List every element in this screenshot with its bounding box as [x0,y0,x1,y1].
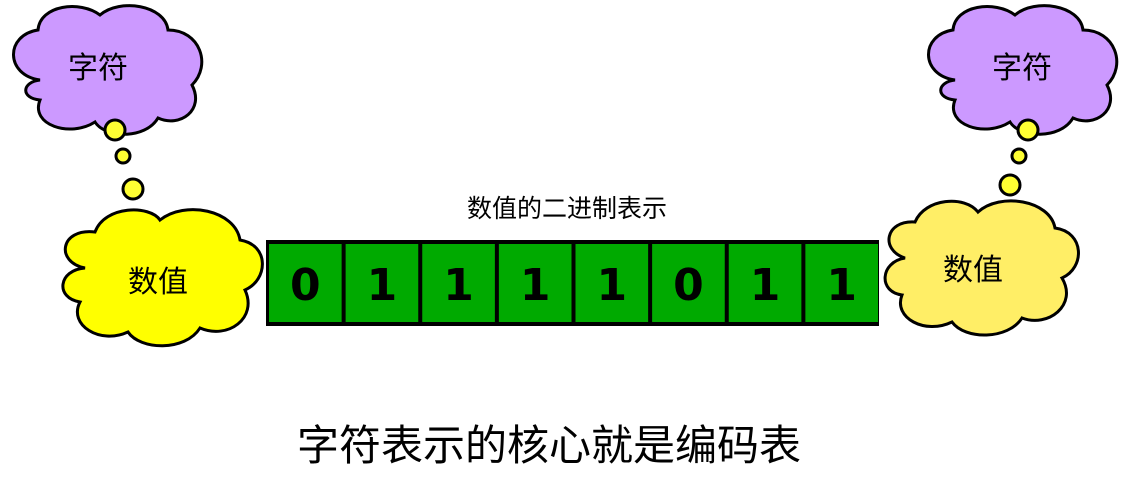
bit-value: 1 [597,260,628,311]
left-value-cloud: 数值 [61,208,264,348]
left-char-cloud: 字符 [12,4,204,136]
bit-value: 1 [826,260,857,311]
left-thought-bubbles [103,118,145,201]
right-thought-bubbles [998,118,1040,197]
right-value-label: 数值 [943,253,1003,288]
bit-cell [575,244,649,322]
bit-cell [498,244,572,322]
bit-cell [652,244,725,322]
bit-cell [728,244,802,322]
bit-value: 0 [290,260,321,311]
bit-value: 1 [520,260,551,311]
right-thought-bubble-small [998,173,1022,197]
bit-value: 1 [750,260,781,311]
bit-cell [269,244,342,322]
bit-cell [345,244,419,322]
left-value-label: 数值 [128,265,188,300]
left-thought-bubble-large [103,118,127,142]
right-thought-bubble-medium [1010,147,1028,165]
right-value-cloud-shape [883,199,1080,337]
binary-caption: 数值的二进制表示 [467,194,667,223]
right-char-cloud: 字符 [927,4,1119,136]
left-thought-bubble-medium [114,147,132,165]
bit-value: 1 [367,260,398,311]
bit-cell [805,244,878,322]
bit-value: 1 [443,260,474,311]
left-char-cloud-shape [12,4,204,136]
right-value-cloud: 数值 [883,199,1080,337]
right-char-cloud-shape [927,4,1119,136]
bit-value: 0 [673,260,704,311]
right-char-label: 字符 [992,51,1052,86]
left-char-label: 字符 [68,51,128,86]
left-thought-bubble-small [121,177,145,201]
footer-text: 字符表示的核心就是编码表 [297,421,801,470]
right-thought-bubble-large [1016,118,1040,142]
left-value-cloud-shape [61,208,264,348]
bit-cell [422,244,495,322]
